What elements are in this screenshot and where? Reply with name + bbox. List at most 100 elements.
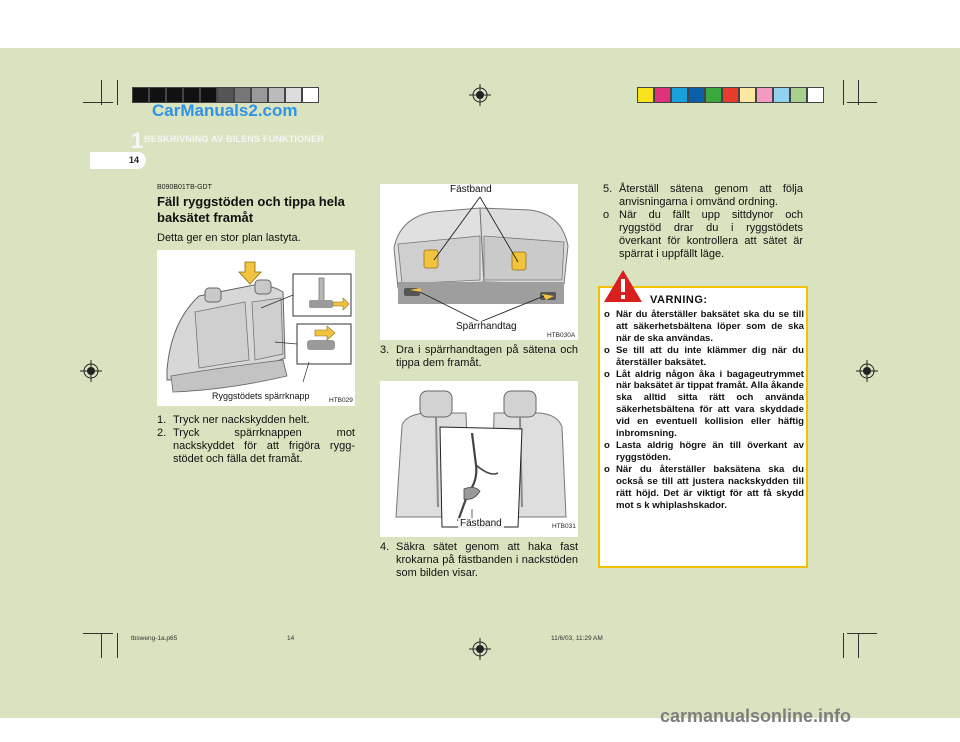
step-text: När du fällt upp sittdynor och ryggstöd …: [619, 209, 803, 260]
section-code: B090B01TB-GDT: [157, 184, 212, 191]
crop-mark: [83, 633, 113, 634]
step-text: Säkra sätet genom att haka fast krokarna…: [396, 541, 578, 579]
colorbar-swatch: [790, 87, 807, 103]
colorbar-swatch: [268, 87, 285, 103]
crop-mark: [847, 102, 877, 103]
colorbar-swatch: [688, 87, 705, 103]
figure-label-release-handle: Spärrhandtag: [454, 321, 519, 332]
registration-mark-icon: [469, 84, 491, 106]
bullet: o: [603, 209, 610, 221]
crop-mark: [843, 80, 844, 105]
step-item: 1. Tryck ner nackskydden helt.: [157, 414, 355, 427]
exclamation-triangle-icon: [604, 270, 642, 302]
step-number: 3.: [380, 344, 390, 356]
figure-label-backrest-release: Ryggstödets spärrknapp: [210, 391, 312, 401]
crop-mark: [858, 80, 859, 105]
colorbar-swatch: [722, 87, 739, 103]
bullet: o: [604, 368, 610, 380]
step-item: 4. Säkra sätet genom att haka fast kroka…: [380, 541, 578, 580]
crop-mark: [83, 102, 113, 103]
figure-label-strap: Fästband: [448, 184, 494, 195]
intro-text: Detta ger en stor plan lastyta.: [157, 232, 301, 244]
figure-rear-seat-backrest: Ryggstödets spärrknapp HTB029: [157, 250, 355, 406]
strap-hook-illustration: [380, 381, 578, 537]
figure-seat-tipping: Fästband Spärrhandtag HTB030A: [380, 184, 578, 340]
footer-date: 11/6/03, 11:29 AM: [551, 635, 603, 642]
middle-column: Fästband Spärrhandtag HTB030A 3. Dra i s…: [380, 184, 578, 580]
step-text: Återställ sätena genom att följa anvisni…: [619, 183, 803, 208]
registration-mark-icon: [856, 360, 878, 382]
rear-seat-illustration: [157, 250, 355, 406]
crop-mark: [843, 633, 844, 658]
step-number: 4.: [380, 541, 390, 553]
bullet: o: [604, 344, 610, 356]
crop-mark: [117, 633, 118, 658]
crop-mark: [101, 80, 102, 105]
warning-box: [598, 286, 808, 568]
printer-colorbar-right: [637, 87, 824, 103]
colorbar-swatch: [637, 87, 654, 103]
page-number: 14: [129, 155, 140, 165]
right-column: 5. Återställ sätena genom att följa anvi…: [603, 183, 803, 261]
left-column: B090B01TB-GDT Fäll ryggstöden och tippa …: [157, 184, 355, 466]
watermark-bottom-link[interactable]: carmanualsonline.info: [660, 706, 852, 726]
step-text: Dra i spärrhandtagen på sätena och tippa…: [396, 344, 578, 369]
warning-text: När du återställer baksätena ska du ocks…: [616, 463, 804, 511]
colorbar-swatch: [773, 87, 790, 103]
step-number: 5.: [603, 183, 613, 195]
page-number-tab: [90, 152, 146, 169]
step-item: 2. Tryck spärrknappen mot nackskyddet fö…: [157, 427, 355, 466]
colorbar-swatch: [132, 87, 149, 103]
colorbar-swatch: [302, 87, 319, 103]
step-text: Tryck spärrknappen mot nackskyddet för a…: [173, 427, 355, 465]
colorbar-swatch: [251, 87, 268, 103]
colorbar-swatch: [166, 87, 183, 103]
step-number: 2.: [157, 427, 167, 439]
warning-item: o När du återställer baksätena ska du ock…: [604, 464, 804, 512]
step-text: Tryck ner nackskydden helt.: [173, 414, 310, 426]
warning-title: VARNING:: [650, 294, 708, 306]
footer-page: 14: [287, 635, 295, 642]
colorbar-swatch: [149, 87, 166, 103]
warning-text: Låt aldrig någon åka i bagageutrymmet nä…: [616, 368, 804, 440]
chapter-number: 1: [131, 128, 144, 153]
step-item: o När du fällt upp sittdynor och ryggstö…: [603, 209, 803, 261]
colorbar-swatch: [739, 87, 756, 103]
registration-mark-icon: [469, 638, 491, 660]
warning-text: När du återställer baksätet ska du se ti…: [616, 309, 804, 344]
registration-mark-icon: [80, 360, 102, 382]
watermark-link[interactable]: CarManuals2.com: [152, 101, 298, 120]
warning-item: o När du återställer baksätet ska du se t…: [604, 309, 804, 345]
figure-code: HTB029: [329, 397, 353, 404]
bullet: o: [604, 309, 610, 320]
colorbar-swatch: [756, 87, 773, 103]
section-heading: Fäll ryggstöden och tippa hela baksätet …: [157, 194, 345, 225]
colorbar-swatch: [705, 87, 722, 103]
figure-label-strap: Fästband: [458, 518, 504, 529]
crop-mark: [847, 633, 877, 634]
printer-colorbar-left: [132, 87, 319, 103]
warning-item: o Låt aldrig någon åka i bagageutrymmet n…: [604, 369, 804, 440]
step-item: 3. Dra i spärrhandtagen på sätena och ti…: [380, 344, 578, 370]
figure-code: HTB031: [552, 523, 576, 530]
colorbar-swatch: [217, 87, 234, 103]
bullet: o: [604, 463, 610, 475]
crop-mark: [858, 633, 859, 658]
left-steps: 1. Tryck ner nackskydden helt. 2. Tryck …: [157, 414, 355, 466]
figure-strap-hook: Fästband HTB031: [380, 381, 578, 537]
seat-tipping-illustration: [380, 184, 578, 340]
step-number: 1.: [157, 414, 167, 426]
warning-text: Lasta aldrig högre än till överkant av r…: [616, 439, 804, 463]
footer-filename: tbsweng-1a.p65: [131, 635, 178, 642]
crop-mark: [101, 633, 102, 658]
warning-text: Se till att du inte klämmer dig när du å…: [616, 344, 804, 368]
colorbar-swatch: [671, 87, 688, 103]
warning-item: o Se till att du inte klämmer dig när du …: [604, 345, 804, 369]
step-item: 5. Återställ sätena genom att följa anvi…: [603, 183, 803, 209]
colorbar-swatch: [183, 87, 200, 103]
colorbar-swatch: [285, 87, 302, 103]
figure-code: HTB030A: [547, 332, 576, 339]
bullet: o: [604, 439, 610, 451]
chapter-title: BESKRIVNING AV BILENS FUNKTIONER: [144, 134, 324, 144]
